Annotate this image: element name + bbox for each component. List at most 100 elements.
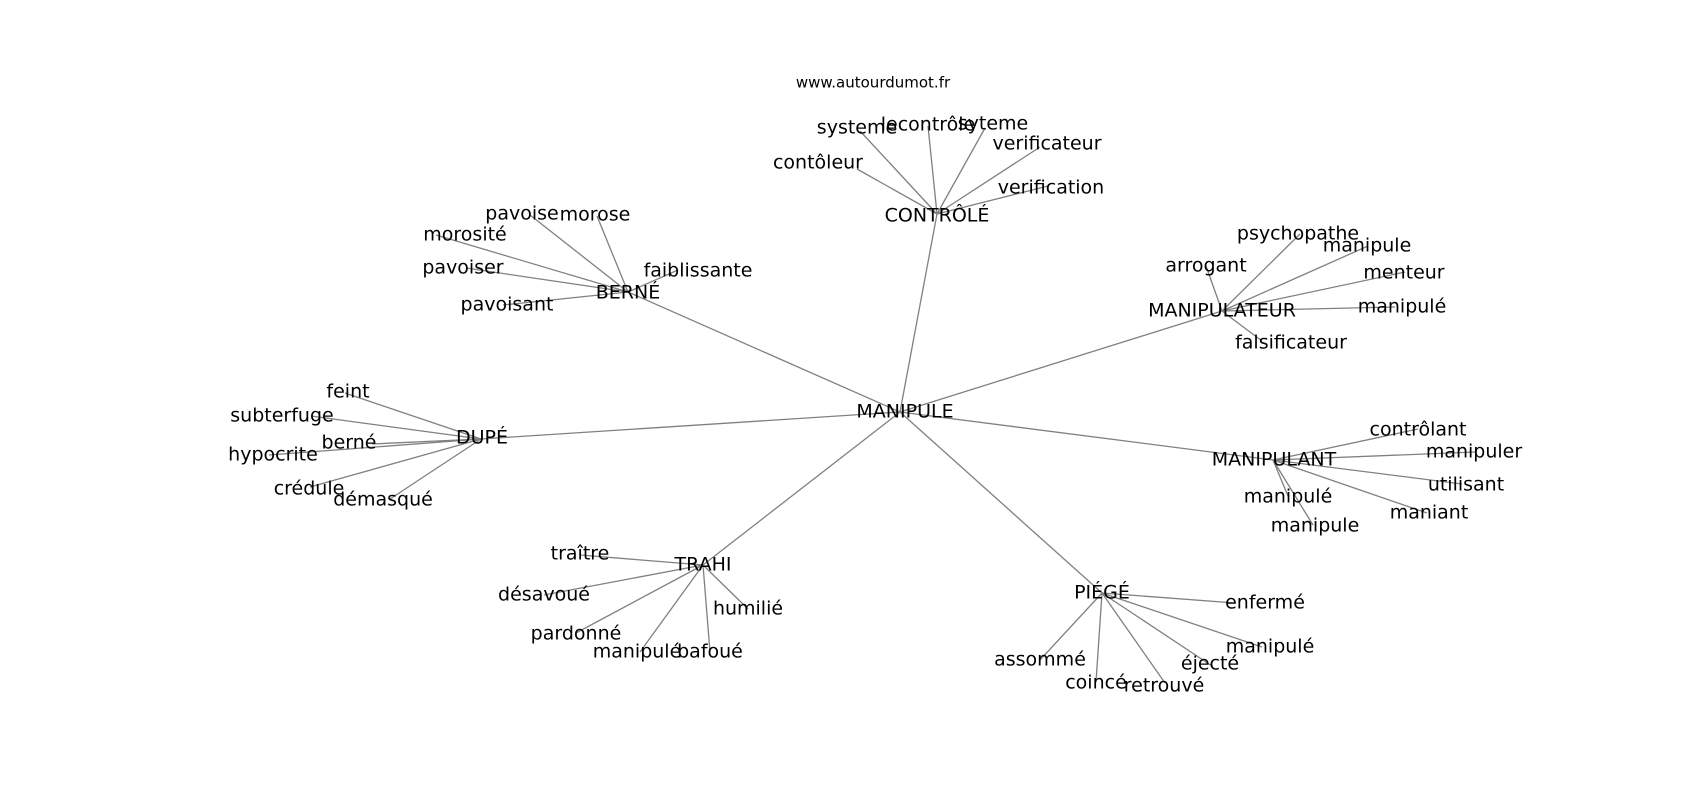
edge-hub-to-leaf [1272, 459, 1428, 514]
edge-hub-to-leaf [1221, 306, 1396, 312]
leaf-node-label: arrogant [1165, 255, 1246, 277]
leaf-node-label: menteur [1363, 262, 1444, 284]
edge-center-to-hub [627, 291, 901, 413]
edges-layer [268, 125, 1476, 684]
leaf-node-label: faiblissante [644, 260, 753, 282]
edge-hub-to-leaf [1272, 451, 1476, 461]
hub-node-label: MANIPULATEUR [1148, 300, 1296, 322]
edge-hub-to-leaf [1205, 265, 1223, 312]
edge-hub-to-leaf [639, 564, 704, 653]
leaf-node-label: morose [560, 204, 631, 226]
edge-hub-to-leaf [1221, 310, 1263, 342]
edge-hub-to-leaf [936, 146, 1041, 215]
leaf-node-label: pavoisant [461, 294, 554, 316]
leaf-node-label: maniant [1390, 502, 1469, 524]
edge-hub-to-leaf [309, 438, 482, 488]
edge-hub-to-leaf [1272, 459, 1463, 485]
hub-node-label: PIÉGÉ [1074, 581, 1130, 604]
leaf-node-label: retrouvé [1124, 675, 1205, 697]
leaf-node-label: manipuler [1426, 441, 1523, 463]
edge-hub-to-leaf [859, 130, 938, 215]
edge-hub-to-leaf [1272, 428, 1419, 461]
edge-hub-to-leaf [543, 564, 704, 596]
leaf-node-label: utilisant [1428, 474, 1504, 496]
edge-hub-to-leaf [1272, 459, 1289, 497]
leaf-node-label: morosité [423, 224, 506, 246]
leaf-node-label: manipulé [1226, 636, 1315, 658]
source-label: www.autourdumot.fr [796, 74, 951, 92]
hub-node-label: MANIPULANT [1212, 449, 1337, 471]
leaf-node-label: coincé [1065, 672, 1127, 694]
leaf-node-label: pardonné [531, 623, 622, 645]
leaf-node-label: syteme [958, 113, 1028, 135]
leaf-node-label: assommé [994, 649, 1086, 671]
edge-hub-to-leaf [310, 415, 482, 440]
edge-hub-to-leaf [389, 438, 482, 500]
labels-layer: MANIPULECONTRÔLÉsystemelecontrôlesytemev… [228, 113, 1522, 697]
hub-node-label: CONTRÔLÉ [885, 203, 990, 227]
edge-hub-to-leaf [579, 554, 704, 566]
edge-hub-to-leaf [1101, 592, 1166, 684]
hub-node-label: DUPÉ [456, 426, 508, 449]
leaf-node-label: désavoué [498, 584, 590, 606]
leaf-node-label: psychopathe [1237, 223, 1359, 245]
leaf-node-label: pavoiser [422, 257, 503, 279]
edge-hub-to-leaf [627, 269, 679, 293]
leaf-node-label: lecontrôle [881, 114, 976, 136]
leaf-node-label: systeme [817, 117, 897, 139]
leaf-node-label: manipule [1323, 235, 1412, 257]
leaf-node-label: verification [998, 177, 1104, 199]
edge-hub-to-leaf [502, 291, 629, 306]
edge-center-to-hub [899, 213, 938, 413]
edge-hub-to-leaf [529, 214, 629, 293]
leaf-node-label: hypocrite [228, 444, 318, 466]
edge-hub-to-leaf [465, 267, 629, 293]
leaf-node-label: contôleur [773, 152, 863, 174]
leaf-node-label: falsificateur [1235, 332, 1347, 354]
leaf-node-label: manipulé [1244, 486, 1333, 508]
edge-center-to-hub [899, 310, 1223, 413]
edge-hub-to-leaf [856, 168, 938, 215]
hub-node-label: BERNÉ [596, 281, 660, 304]
leaf-node-label: enfermé [1225, 592, 1305, 614]
edge-hub-to-leaf [702, 564, 711, 653]
edge-hub-to-leaf [1039, 592, 1103, 661]
leaf-node-label: crédule [274, 478, 345, 500]
edge-hub-to-leaf [1221, 233, 1301, 312]
leaf-node-label: pavoise [485, 203, 558, 225]
edge-hub-to-leaf [435, 234, 629, 293]
edge-hub-to-leaf [596, 215, 629, 293]
leaf-node-label: éjecté [1181, 653, 1239, 675]
edge-hub-to-leaf [344, 392, 482, 440]
leaf-node-label: berné [322, 432, 377, 454]
edge-hub-to-leaf [1101, 592, 1263, 648]
leaf-node-label: contrôlant [1370, 419, 1467, 441]
leaf-node-label: manipulé [1358, 296, 1447, 318]
leaf-node-label: démasqué [333, 489, 433, 511]
leaf-node-label: bafoué [677, 641, 743, 663]
edge-center-to-hub [899, 411, 1103, 594]
edge-hub-to-leaf [936, 127, 986, 215]
edge-hub-to-leaf [1221, 271, 1406, 312]
edge-hub-to-leaf [927, 125, 938, 215]
edge-center-to-hub [702, 411, 901, 566]
center-node-label: MANIPULE [856, 401, 953, 423]
edge-hub-to-leaf [1101, 592, 1236, 604]
leaf-node-label: traître [551, 543, 610, 565]
edge-hub-to-leaf [1221, 245, 1369, 312]
edge-hub-to-leaf [268, 438, 482, 456]
edge-hub-to-leaf [702, 564, 749, 610]
leaf-node-label: subterfuge [230, 405, 333, 427]
leaf-node-label: feint [326, 381, 369, 403]
edge-hub-to-leaf [575, 564, 704, 634]
edge-center-to-hub [480, 411, 901, 440]
leaf-node-label: manipulé [593, 641, 682, 663]
edge-hub-to-leaf [1101, 592, 1213, 667]
leaf-node-label: humilié [713, 598, 783, 620]
leaf-node-label: manipule [1271, 515, 1360, 537]
edge-center-to-hub [899, 411, 1274, 461]
leaf-node-label: verificateur [992, 133, 1101, 155]
edge-hub-to-leaf [1272, 459, 1314, 526]
hub-node-label: TRAHI [674, 554, 732, 576]
